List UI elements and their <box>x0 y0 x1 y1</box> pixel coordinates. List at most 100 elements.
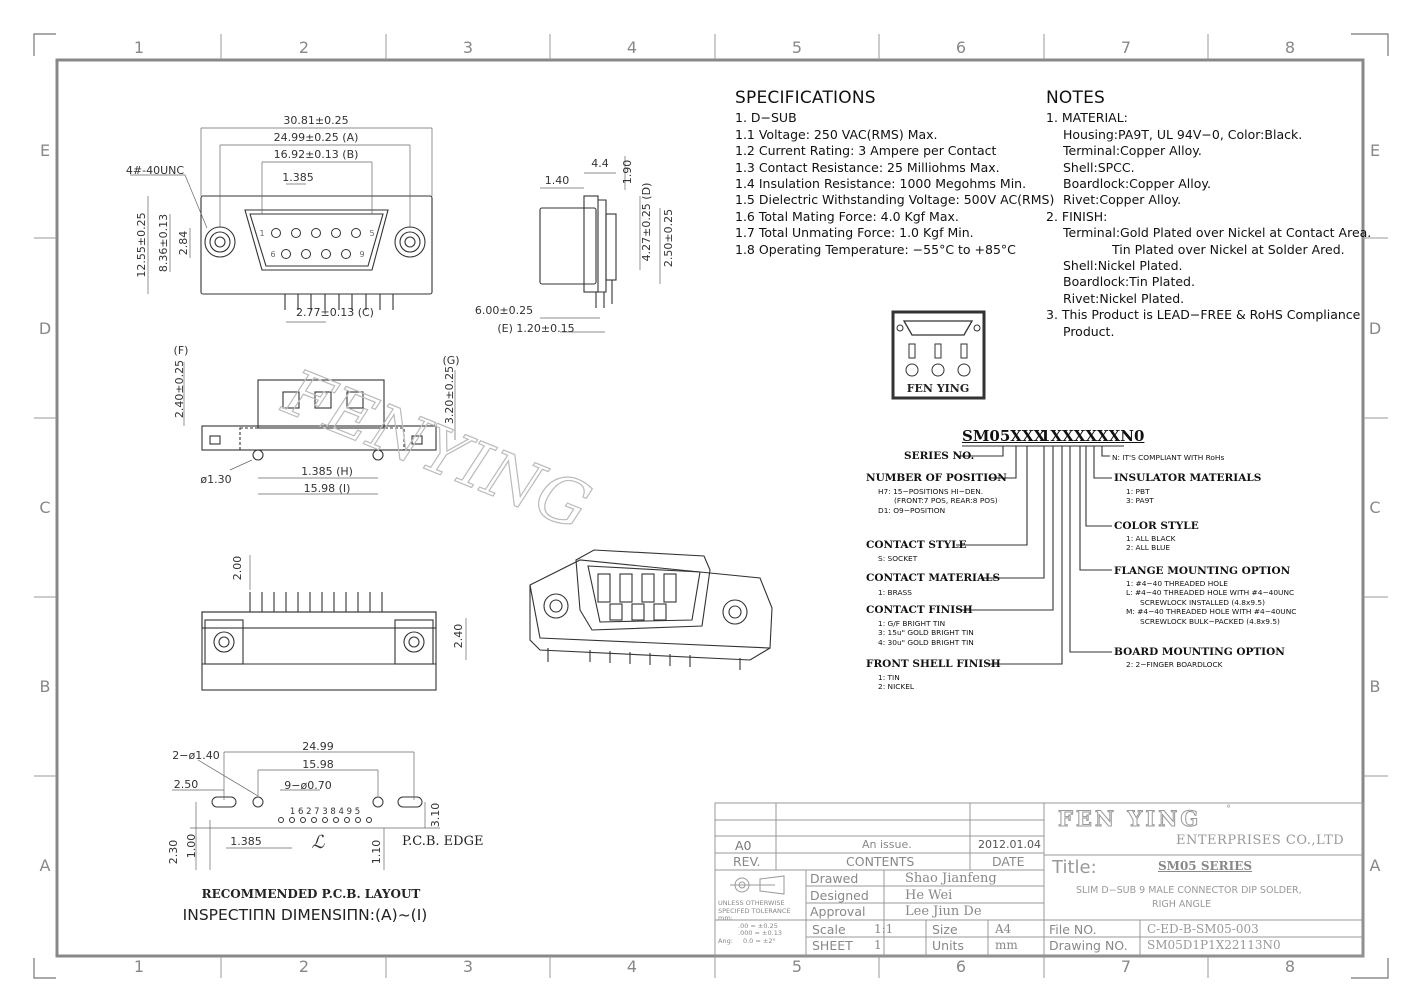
row-label: D <box>1369 319 1381 338</box>
pcb-edge-label: P.C.B. EDGE <box>402 834 483 849</box>
spec-line: 1.1 Voltage: 250 VAC(RMS) Max. <box>735 126 938 142</box>
pcb-dim-230: 2.30 <box>167 840 180 865</box>
tolerance-ang: 0.0 = ±2° <box>742 936 776 945</box>
ordering-leaders <box>956 445 1124 665</box>
label-f: (F) <box>174 344 189 357</box>
note-line: Product. <box>1063 323 1115 339</box>
column-label: 5 <box>792 38 802 57</box>
rear-view: 2.00 2.40 <box>201 555 467 691</box>
pcb-dim-1385: 1.385 <box>230 835 262 848</box>
row-label: B <box>40 677 51 696</box>
spec-line: 1.8 Operating Temperature: −55°C to +85°… <box>735 241 1016 257</box>
note-line: Boardlock:Tin Plated. <box>1063 274 1195 290</box>
note-line: 1. MATERIAL: <box>1046 110 1128 126</box>
note-line: Boardlock:Copper Alloy. <box>1063 176 1211 192</box>
column-label: 6 <box>956 38 966 57</box>
dim-140: 1.40 <box>545 174 570 187</box>
logo-text: FEN YING <box>907 382 970 395</box>
company-mark: ° <box>1226 804 1231 815</box>
thread-label: 4#-40UNC <box>126 164 184 177</box>
size-label: Size <box>932 922 958 937</box>
note-line: Terminal:Gold Plated over Nickel at Cont… <box>1063 225 1372 241</box>
option-line: 2: NICKEL <box>878 682 915 692</box>
part-number-prefix: SM05XXX <box>962 427 1046 445</box>
description-line-1: SLIM D−SUB 9 MALE CONNECTOR DIP SOLDER, <box>1076 885 1302 896</box>
pcb-dim-pins: 9−ø0.70 <box>284 779 331 792</box>
tolerance-line: mm: <box>718 914 733 922</box>
option-line: (FRONT:7 POS, REAR:8 POS) <box>894 496 998 506</box>
row-label: B <box>1370 677 1381 696</box>
dim-190: 1.90 <box>621 160 634 185</box>
dim-240: 2.40±0.25 <box>173 360 186 418</box>
dim-pitch: 1.385 <box>282 171 314 184</box>
part-number-suffix: 1XXXXXXN0 <box>1040 427 1145 445</box>
centerline-symbol: ℒ <box>312 832 326 853</box>
note-line: Shell:Nickel Plated. <box>1063 258 1183 274</box>
tolerance-line: .000 = ±0.13 <box>738 929 782 937</box>
pcb-layout-title: RECOMMENDED P.C.B. LAYOUT <box>202 887 421 901</box>
notes-title: NOTES <box>1046 88 1106 108</box>
column-label: 7 <box>1121 957 1131 976</box>
insulator-materials-options: 1: PBT 3: PA9T <box>1126 487 1154 506</box>
rev-description: An issue. <box>862 838 912 851</box>
file-no-value: C-ED-B-SM05-003 <box>1147 922 1259 936</box>
contents-label: CONTENTS <box>846 854 915 869</box>
dim-height: 12.55±0.25 <box>135 212 148 277</box>
spec-line: 1. D−SUB <box>735 110 797 126</box>
description-line-2: RIGH ANGLE <box>1152 899 1212 910</box>
column-label: 3 <box>463 38 473 57</box>
pcb-dim-1598: 15.98 <box>302 758 334 771</box>
sheet-label: SHEET <box>812 938 853 953</box>
dim-h: 1.385 (H) <box>301 465 353 478</box>
option-line: 1: G/F BRIGHT TIN <box>878 619 946 628</box>
designed-value: He Wei <box>905 888 953 903</box>
pcb-dim-holes: 2−ø1.40 <box>172 749 219 762</box>
dim-b: 16.92±0.13 (B) <box>274 148 359 161</box>
dim-250: 2.50±0.25 <box>662 209 675 267</box>
color-style-label: COLOR STYLE <box>1114 520 1199 532</box>
column-label: 7 <box>1121 38 1131 57</box>
column-label: 4 <box>627 38 637 57</box>
specifications-block: SPECIFICATIONS 1. D−SUB 1.1 Voltage: 250… <box>735 89 1054 258</box>
row-label: C <box>39 498 50 517</box>
dim-overall-width: 30.81±0.25 <box>283 114 348 127</box>
option-line: D1: O9−POSITION <box>878 505 946 515</box>
spec-line: 1.7 Total Unmating Force: 1.0 Kgf Min. <box>735 225 974 241</box>
units-value: mm <box>995 938 1018 952</box>
contact-materials-option: 1: BRASS <box>878 588 912 597</box>
row-label: E <box>40 141 50 160</box>
drawing-no-label: Drawing NO. <box>1049 938 1128 953</box>
pcb-dim-100: 1.00 <box>185 834 198 859</box>
number-of-position-options: H7: 15−POSITIONS HI−DEN. (FRONT:7 POS, R… <box>878 487 998 515</box>
scale-value: 1:1 <box>874 922 894 936</box>
pin-number: 9 <box>359 250 364 259</box>
pin-number: 1 <box>259 229 264 238</box>
dim-200: 2.00 <box>231 556 244 581</box>
note-line: Rivet:Copper Alloy. <box>1063 192 1182 208</box>
rev-date: 2012.01.04 <box>978 838 1041 851</box>
column-label: 1 <box>134 38 144 57</box>
front-shell-finish-label: FRONT SHELL FINISH <box>866 658 1001 670</box>
drawed-label: Drawed <box>810 871 859 886</box>
option-line: SCREWLOCK INSTALLED (4.8x9.5) <box>1140 597 1265 607</box>
option-line: SCREWLOCK BULK−PACKED (4.8x9.5) <box>1140 616 1280 626</box>
number-of-position-label: NUMBER OF POSITION <box>866 472 1007 484</box>
option-line: 3: 15u" GOLD BRIGHT TIN <box>878 628 974 638</box>
company-subtitle: ENTERPRISES CO.,LTD <box>1176 833 1345 848</box>
notes-block: NOTES 1. MATERIAL: Housing:PA9T, UL 94V−… <box>1046 88 1372 340</box>
pin-number: 6 <box>270 250 275 259</box>
front-shell-finish-options: 1: TIN 2: NICKEL <box>878 673 914 692</box>
column-label: 6 <box>956 957 966 976</box>
top-view: (F) 2.40±0.25 (G) 3.20±0.25 ø1.30 1.385 … <box>173 344 601 546</box>
contact-style-label: CONTACT STYLE <box>866 539 967 551</box>
contact-materials-label: CONTACT MATERIALS <box>866 572 1001 584</box>
front-view: 1 5 6 9 30.81±0.25 24.99±0.25 (A) 16.92±… <box>126 114 433 323</box>
column-label: 5 <box>792 957 802 976</box>
dim-flange: 4.4 <box>591 157 609 170</box>
row-label: A <box>1370 856 1381 875</box>
option-line: L: #4−40 THREADED HOLE WITH #4−40UNC <box>1126 588 1295 598</box>
note-line: Rivet:Nickel Plated. <box>1063 290 1185 306</box>
board-mounting-label: BOARD MOUNTING OPTION <box>1114 646 1285 658</box>
date-label: DATE <box>992 854 1025 869</box>
dim-c: 2.77±0.13 (C) <box>296 306 374 319</box>
